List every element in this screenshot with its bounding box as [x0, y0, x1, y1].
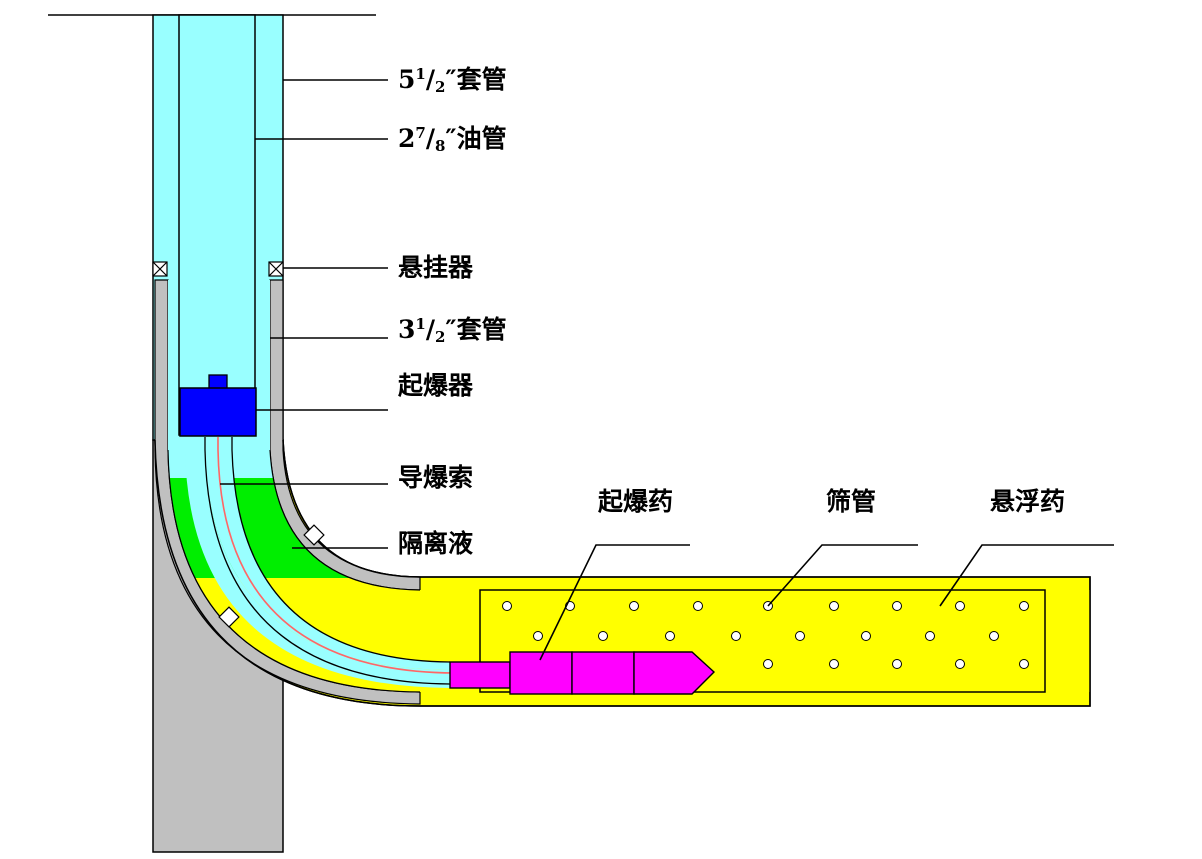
label-booster-charge: 起爆药: [598, 487, 673, 516]
leader-lines: [220, 79, 1114, 661]
label-hanger: 悬挂器: [398, 253, 474, 282]
label-detonating-cord: 导爆索: [398, 463, 473, 492]
label-casing-5-1-2: 51/2″套管: [398, 65, 507, 96]
label-isolation-fluid: 隔离液: [398, 529, 473, 558]
tubing: [178, 14, 456, 688]
label-detonator: 起爆器: [398, 371, 474, 400]
screen-pipe: [479, 589, 1046, 693]
label-casing-3-1-2: 31/2″套管: [398, 315, 507, 346]
booster-charge-body: [449, 651, 716, 695]
liner-centralizers: [218, 524, 325, 628]
label-suspended-charge: 悬浮药: [990, 487, 1065, 516]
label-screen-pipe: 筛管: [826, 487, 876, 516]
hanger-seals: [152, 261, 284, 277]
label-tubing-2-7-8: 27/8″油管: [398, 124, 507, 155]
detonating-cord-line: [217, 437, 456, 674]
detonator-body: [179, 374, 257, 437]
screen-perforations: [502, 601, 1029, 669]
